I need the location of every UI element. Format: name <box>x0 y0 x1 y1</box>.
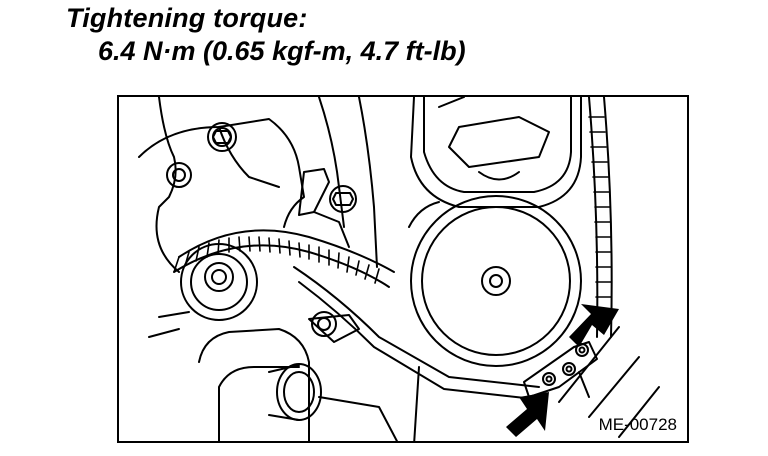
engine-diagram: ME-00728 <box>117 95 689 443</box>
torque-values: 6.4 N·m (0.65 kgf-m, 4.7 ft-lb) <box>98 36 466 66</box>
timing-belt-drawing <box>138 97 660 441</box>
torque-heading: Tightening torque: <box>66 3 308 33</box>
bolt-left-small <box>166 162 192 188</box>
arrow-pointer-icon <box>506 392 549 437</box>
crank-pulley <box>410 195 582 367</box>
bolt-center-hex <box>329 185 357 213</box>
engine-block-outline <box>155 97 180 273</box>
torque-spec: Tightening torque: 6.4 N·m (0.65 kgf-m, … <box>66 2 466 68</box>
timing-belt-upper <box>178 229 395 273</box>
idler-pulley <box>180 243 258 321</box>
figure-code: ME-00728 <box>598 415 677 434</box>
timing-belt-right <box>588 97 599 338</box>
cam-sprocket <box>410 97 582 208</box>
arrow-pointer-icon <box>569 304 619 347</box>
bolt-top-left <box>207 122 237 152</box>
pipe-fitting <box>268 363 322 421</box>
